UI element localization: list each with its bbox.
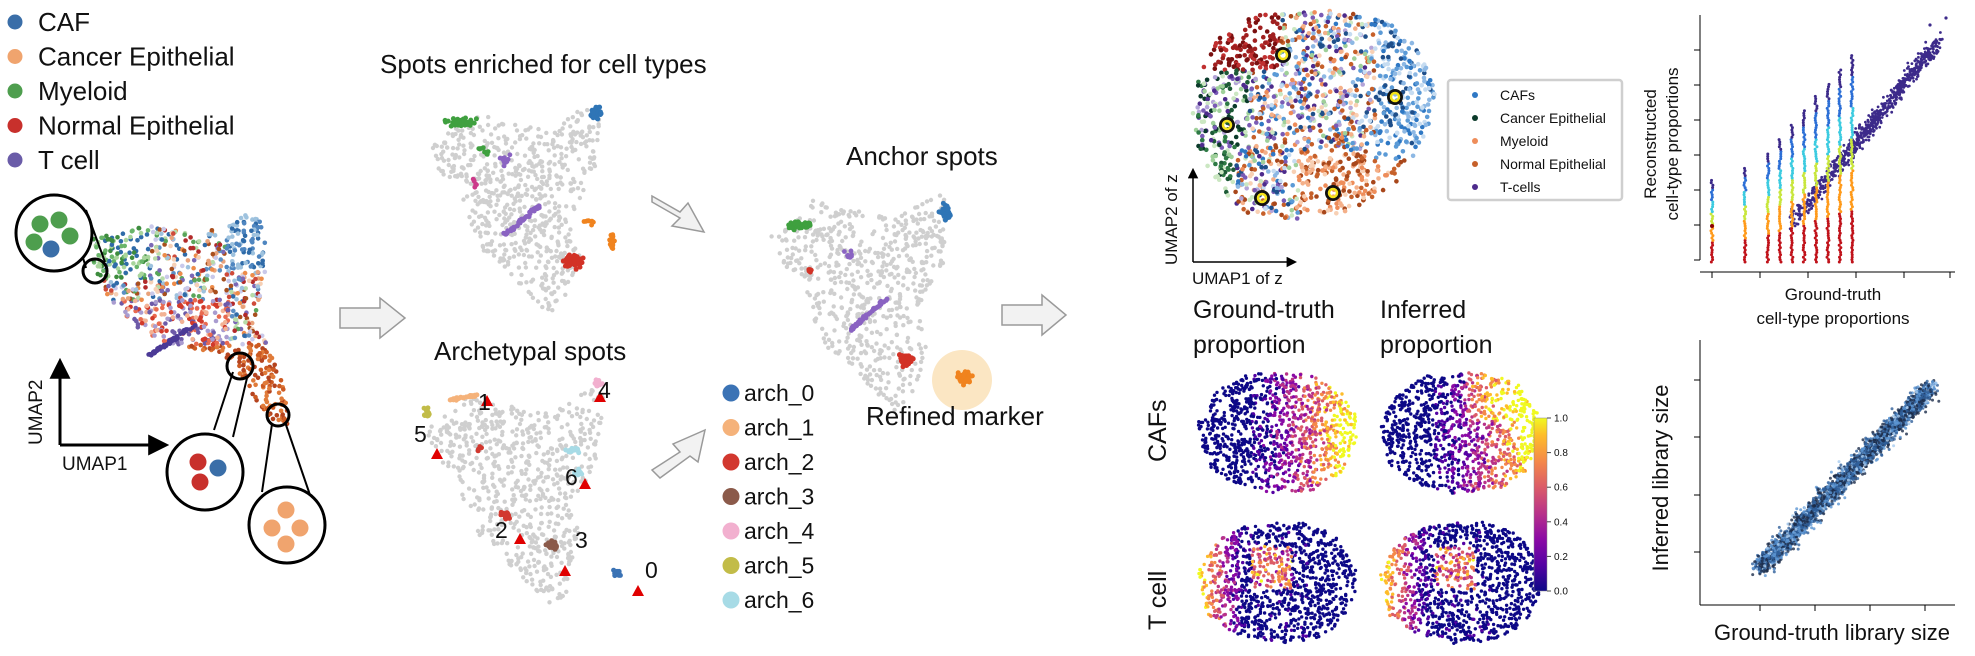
legend-dot xyxy=(7,14,23,30)
proportion-maps xyxy=(1196,371,1542,645)
umap1-axis-label: UMAP1 xyxy=(62,454,127,475)
gt-header-line2: proportion xyxy=(1193,331,1306,359)
colorbar: 1.0 0.8 0.6 0.4 0.2 0.0 xyxy=(1533,414,1568,598)
arch-legend-dot xyxy=(722,453,740,471)
umap1-of-z-label: UMAP1 of z xyxy=(1192,269,1283,288)
archetype-number: 3 xyxy=(575,527,588,553)
archetype-number: 6 xyxy=(565,464,578,490)
z-legend-dot xyxy=(1472,115,1478,121)
colorbar-tick-label: 0.2 xyxy=(1554,552,1568,563)
latent-umap-axes: UMAP2 of z UMAP1 of z xyxy=(1162,167,1298,288)
colorbar-tick-label: 0.6 xyxy=(1554,483,1568,494)
umap-axes: UMAP2 UMAP1 xyxy=(26,357,170,475)
proportion-map xyxy=(1379,520,1542,645)
colorbar-tick-label: 0.4 xyxy=(1554,517,1568,528)
arch-legend-label: arch_6 xyxy=(744,587,814,613)
library-size-scatter: Inferred library size Ground-truth libra… xyxy=(1648,340,1955,645)
scatter-top-xlabel-1: Ground-truth xyxy=(1785,285,1881,304)
archetypal-title: Archetypal spots xyxy=(434,336,626,366)
myeloid-spot-inset xyxy=(14,193,94,273)
arch-legend-label: arch_4 xyxy=(744,518,815,544)
arch-legend-label: arch_3 xyxy=(744,484,814,510)
flow-arrow-4 xyxy=(1001,293,1068,337)
refined-marker-label: Refined marker xyxy=(866,401,1044,431)
legend-label: Myeloid xyxy=(38,76,128,106)
enriched-spots-panel xyxy=(430,104,617,313)
scatter-top-ylabel-1: Reconstructed xyxy=(1641,89,1660,199)
inferred-header-line1: Inferred xyxy=(1380,296,1466,324)
z-legend-label: Normal Epithelial xyxy=(1500,156,1606,172)
colorbar-tick-label: 1.0 xyxy=(1554,414,1568,425)
flow-arrow-2 xyxy=(651,194,706,234)
z-legend-label: Cancer Epithelial xyxy=(1500,110,1606,126)
scatter-bottom-ylabel: Inferred library size xyxy=(1648,384,1673,571)
spot-zoom-insets xyxy=(14,193,327,565)
archetype-number: 0 xyxy=(645,557,658,583)
umap2-of-z-label: UMAP2 of z xyxy=(1162,174,1181,265)
archetypal-spots-panel xyxy=(421,377,623,605)
scatter-top-ylabel-2: cell-type proportions xyxy=(1663,67,1682,220)
mixed-spot-inset xyxy=(165,432,245,512)
proportion-map xyxy=(1197,521,1358,645)
legend-label: T cell xyxy=(38,145,100,175)
anchor-title: Anchor spots xyxy=(846,141,998,171)
archetype-markers: 0 1 2 3 4 5 6 xyxy=(414,377,658,596)
reconstructed-proportions-scatter: Reconstructed cell-type proportions Grou… xyxy=(1641,15,1955,328)
arch-legend-dot xyxy=(722,522,740,540)
cancer-spot-inset xyxy=(247,485,327,565)
legend-dot xyxy=(7,49,23,64)
arch-legend-label: arch_1 xyxy=(744,415,814,441)
legend-label: Cancer Epithelial xyxy=(38,42,235,72)
arch-legend-dot xyxy=(722,591,740,609)
anchor-spots-panel xyxy=(769,193,975,413)
arch-legend-label: arch_2 xyxy=(744,449,814,475)
archetype-number: 1 xyxy=(478,389,491,415)
enriched-title: Spots enriched for cell types xyxy=(380,49,707,79)
archetype-legend: arch_0 arch_1 arch_2 arch_3 arch_4 arch_5arch… xyxy=(722,380,815,613)
inferred-header-line2: proportion xyxy=(1380,331,1493,359)
proportion-map xyxy=(1379,371,1541,495)
latent-umap-panel xyxy=(1190,8,1437,221)
row-label-t-cell: T cell xyxy=(1144,571,1172,630)
z-legend-dot xyxy=(1472,138,1478,144)
z-legend-label: CAFs xyxy=(1500,87,1535,103)
legend-label: CAF xyxy=(38,7,90,37)
arch-legend-dot xyxy=(722,384,740,402)
archetype-number: 2 xyxy=(495,517,508,543)
proportion-map xyxy=(1196,371,1358,495)
flow-arrow-1 xyxy=(339,296,407,340)
colorbar-tick-label: 0.0 xyxy=(1554,587,1568,598)
legend-label: Normal Epithelial xyxy=(38,111,235,141)
colorbar-tick-label: 0.8 xyxy=(1554,448,1568,459)
umap2-axis-label: UMAP2 xyxy=(26,380,47,445)
z-legend-label: Myeloid xyxy=(1500,133,1548,149)
legend-dot xyxy=(7,118,23,133)
arch-legend-dot xyxy=(722,557,740,574)
arch-legend-dot xyxy=(722,488,740,505)
arch-legend-label: arch_0 xyxy=(744,380,814,406)
z-legend-dot xyxy=(1472,184,1478,190)
archetype-number: 4 xyxy=(598,377,611,403)
scatter-bottom-xlabel: Ground-truth library size xyxy=(1714,620,1950,645)
archetype-number: 5 xyxy=(414,421,427,447)
arch-legend-dot xyxy=(722,419,740,436)
gt-header-line1: Ground-truth xyxy=(1193,296,1335,324)
z-legend-dot xyxy=(1472,161,1478,167)
flow-arrow-3 xyxy=(650,428,707,479)
z-legend-label: T-cells xyxy=(1500,179,1540,195)
umap-spots-panel xyxy=(91,213,290,427)
legend-dot xyxy=(7,152,23,168)
legend-dot xyxy=(7,83,23,99)
z-legend-dot xyxy=(1472,92,1478,98)
arch-legend-label: arch_5 xyxy=(744,553,814,579)
scatter-top-xlabel-2: cell-type proportions xyxy=(1756,309,1909,328)
row-label-cafs: CAFs xyxy=(1144,400,1172,463)
